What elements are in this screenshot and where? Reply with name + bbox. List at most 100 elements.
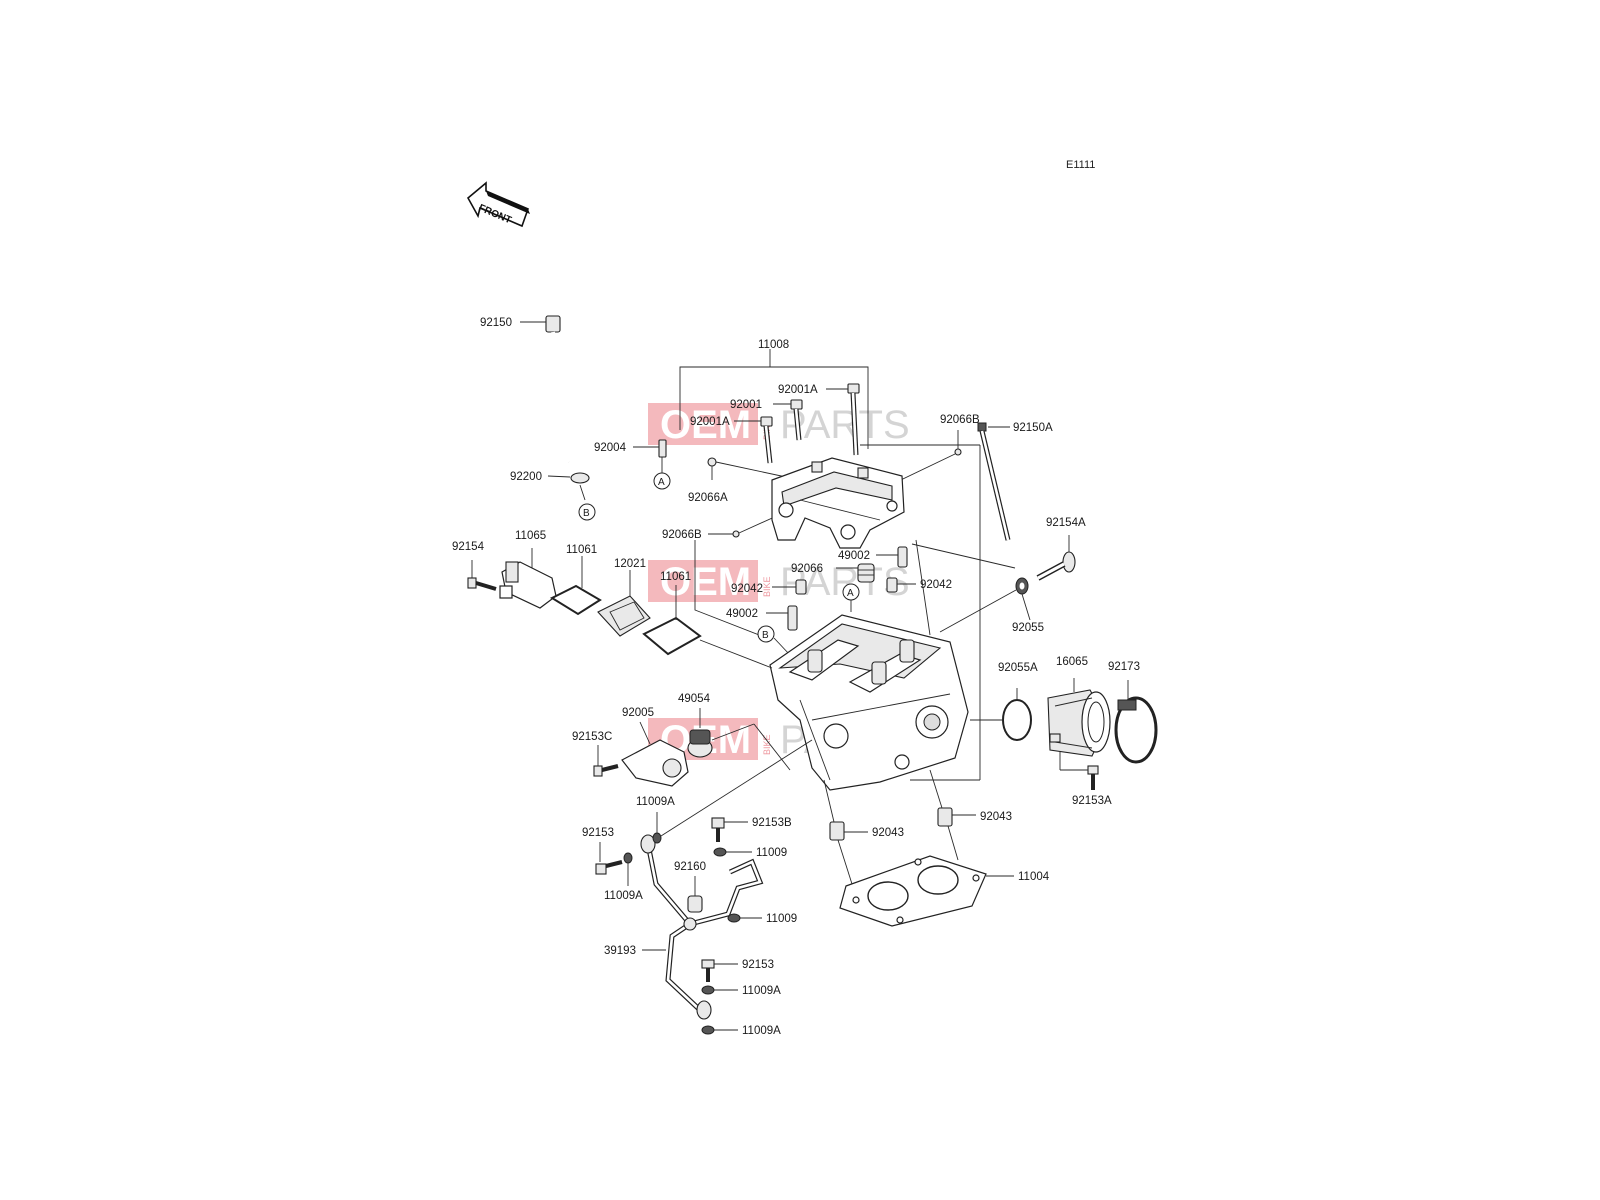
label-11009a-c: 11009A [742,985,781,997]
bolt-92001a-top [826,383,860,456]
label-92153b: 92153B [752,817,792,829]
watermark-brand-left-2: OEM [660,560,751,604]
dowel-92043-right [929,769,976,861]
dowel-92004 [633,439,667,458]
label-49002-top: 49002 [838,550,870,562]
label-92153a: 92153A [1072,795,1112,807]
camshaft-holder [771,457,905,549]
label-92001: 92001 [730,399,762,411]
intake-holder-16065 [1047,678,1111,757]
label-92150a: 92150A [1013,422,1053,434]
ref-a-upper-text: A [658,477,665,488]
label-92055a: 92055A [998,662,1038,674]
label-92066a: 92066A [688,492,728,504]
o-ring-92055a [970,688,1032,741]
washer-11009-b [727,913,762,923]
assembly-bracket [679,349,981,781]
washer-11009a-c [701,985,738,995]
bolt-92153-b [701,959,738,982]
dowel-92042-right [886,577,916,593]
label-49002-low: 49002 [726,608,758,620]
bolt-92153b [711,817,748,842]
label-92066: 92066 [791,563,823,575]
label-11008: 11008 [758,339,789,351]
ref-b-lower-text: B [762,630,769,641]
ref-marker-b-lower: B [757,625,791,656]
dowel-92042-left [772,579,807,595]
collar-92160 [687,876,703,913]
gasket-11061-right [642,585,773,669]
ref-b-upper-text: B [583,508,590,519]
label-92001a-mid: 92001A [690,416,730,428]
label-49054: 49054 [678,693,711,705]
label-11009-a: 11009 [756,847,787,859]
diagram-code: E1111 [1066,159,1095,171]
watermark-brand-small-2: BIKE [762,576,772,597]
label-92042-left: 92042 [731,583,763,595]
label-92160: 92160 [674,861,706,873]
cylinder-head [769,614,969,791]
lifter-49002-low [766,605,798,631]
head-gasket-11004 [839,855,1014,927]
front-arrow-icon: FRONT [466,181,530,228]
water-cover-92005 [621,721,689,787]
ref-marker-a-lower: A [842,583,860,612]
stud-bolt-92150a [977,422,1011,541]
bolt-92001 [773,399,803,441]
label-92150: 92150 [480,317,512,329]
stud-bolt-92150 [520,315,571,463]
seal-92055 [939,577,1031,633]
label-11009-b: 11009 [766,913,797,925]
label-92153c: 92153C [572,731,612,743]
oil-pipe-39193 [640,834,764,1020]
watermark-brand-small-3: BIKE [762,734,772,755]
washer-11009a-d [701,1025,738,1035]
washer-92200 [547,472,590,501]
bolt-92001a-mid [734,416,773,464]
bolt-92154a [1036,535,1076,581]
label-92173: 92173 [1108,661,1140,673]
lifter-49002-top [876,546,908,568]
bolt-92154 [467,560,497,591]
washer-11009-a [713,847,752,857]
label-11009a-d: 11009A [742,1025,781,1037]
label-92055: 92055 [1012,622,1044,634]
watermark-brand-right: PARTS [780,403,910,447]
label-11009a-b: 11009A [604,890,643,902]
bolt-92153a [1059,752,1099,790]
washer-11009a-b [623,852,633,886]
label-92001a-top: 92001A [778,384,818,396]
ref-marker-a-upper: A [653,457,671,490]
label-92004: 92004 [594,442,627,454]
label-11061-left: 11061 [566,544,597,556]
label-11004: 11004 [1018,871,1050,883]
gasket-11061-left [549,556,602,616]
label-92154: 92154 [452,541,485,553]
clamp-92173 [1114,680,1158,764]
label-12021: 12021 [614,558,646,570]
label-11061-right: 11061 [660,571,691,583]
label-16065: 16065 [1056,656,1088,668]
label-92042-right: 92042 [920,579,952,591]
label-11009a-a: 11009A [636,796,675,808]
label-92005: 92005 [622,707,654,719]
label-39193: 39193 [604,945,636,957]
ref-a-lower-text: A [847,588,854,599]
label-92066b-top: 92066B [940,414,980,426]
plug-92066 [836,563,875,583]
label-92066b-low: 92066B [662,529,702,541]
label-92153-a: 92153 [582,827,614,839]
label-92043-left: 92043 [872,827,904,839]
thermostat-49054 [687,708,791,771]
watermark-brand-left: OEM [660,403,751,447]
label-11065: 11065 [515,530,546,542]
bolt-92153c [593,745,619,777]
label-92043-right: 92043 [980,811,1012,823]
label-92153-b: 92153 [742,959,774,971]
dowel-92043-left [823,779,868,885]
label-92154a: 92154A [1046,517,1086,529]
reed-valve-12021 [597,570,651,637]
washer-11009a-a [652,739,813,844]
ref-marker-b-upper: B [578,503,596,521]
